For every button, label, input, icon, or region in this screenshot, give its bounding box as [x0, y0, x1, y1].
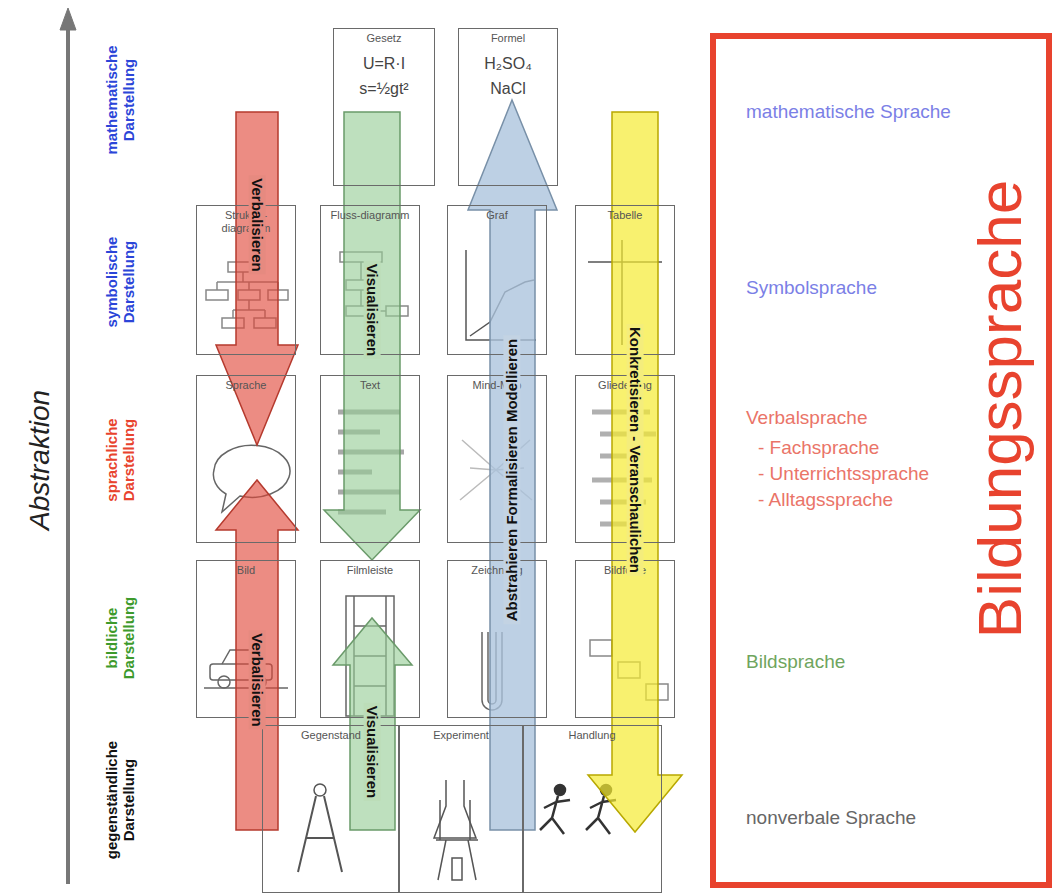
representation-box: GesetzU=R·I s=½gt² [333, 28, 435, 186]
formula-text: NaCl [459, 79, 557, 98]
box-title: Struktur-diagramm [197, 206, 295, 238]
representation-box: Graf [447, 205, 547, 355]
box-title: Text [321, 376, 419, 395]
language-level: Bildsprache [746, 651, 845, 673]
box-title: Bildfolge [576, 561, 674, 580]
language-level: Verbalsprache [746, 407, 867, 429]
box-title: Zeichnung [448, 561, 546, 580]
level-label: gegenständliche Darstellung [103, 732, 138, 868]
box-title: Graf [448, 206, 546, 225]
representation-box: Sprache [196, 375, 296, 543]
representation-box: Bild [196, 560, 296, 718]
level-label: bildliche Darstellung [103, 574, 138, 702]
representation-box: Bildfolge [575, 560, 675, 718]
arrow-label: Abstrahieren Formalisieren Modellieren [503, 336, 520, 625]
arrow-label: Verbalisieren [248, 630, 265, 729]
box-title: Mind-Map [448, 376, 546, 395]
language-level: nonverbale Sprache [746, 807, 916, 829]
language-level: - Fachsprache [758, 437, 879, 459]
box-title: Handlung [523, 726, 661, 745]
language-level: Symbolsprache [746, 277, 877, 299]
arrow-label: Konkretisieren - Veranschaulichen [626, 324, 643, 576]
level-label: symbolische Darstellung [103, 218, 138, 346]
level-label: mathematische Darstellung [103, 36, 138, 164]
formula-text: U=R·I [334, 54, 434, 73]
level-label: sprachliche Darstellung [103, 396, 138, 524]
language-frame: Bildungssprache mathematische SpracheSymb… [710, 33, 1052, 888]
representation-box: Zeichnung [447, 560, 547, 718]
arrow-label: Verbalisieren [248, 175, 265, 274]
language-level: - Alltagssprache [758, 489, 893, 511]
representation-box: Text [320, 375, 420, 543]
box-title: Experiment [399, 726, 523, 745]
frame-title: Bildungssprache [964, 180, 1035, 638]
formula-text: s=½gt² [334, 79, 434, 98]
representation-box: Tabelle [575, 205, 675, 355]
abstraction-axis [60, 8, 76, 884]
box-title: Sprache [197, 376, 295, 395]
axis-label: Abstraktion [24, 390, 56, 530]
box-title: Fluss-diagramm [321, 206, 419, 225]
verbalize-down-arrow [216, 112, 298, 445]
verbalize-up-arrow [216, 480, 298, 830]
visualize-down-arrow [324, 112, 420, 560]
representation-box: FormelH₂SO₄ NaCl [458, 28, 558, 186]
representation-box: Filmleiste [320, 560, 420, 718]
language-level: mathematische Sprache [746, 101, 951, 123]
representation-box: Struktur-diagramm [196, 205, 296, 355]
box-title: Tabelle [576, 206, 674, 225]
representation-box: Experiment [398, 725, 524, 893]
box-title: Gesetz [334, 29, 434, 48]
formula-text: H₂SO₄ [459, 54, 557, 73]
representation-box: Gliederung [575, 375, 675, 543]
visualize-up-arrow [333, 618, 412, 830]
arrow-label: Visualisieren [363, 261, 380, 359]
box-title: Formel [459, 29, 557, 48]
arrow-label: Visualisieren [363, 703, 380, 801]
box-title: Gliederung [576, 376, 674, 395]
box-title: Filmleiste [321, 561, 419, 580]
representation-box: Mind-Map [447, 375, 547, 543]
box-title: Bild [197, 561, 295, 580]
abstract-up-arrow [468, 100, 557, 830]
language-level: - Unterrichtssprache [758, 463, 929, 485]
representation-box: Handlung [522, 725, 662, 893]
